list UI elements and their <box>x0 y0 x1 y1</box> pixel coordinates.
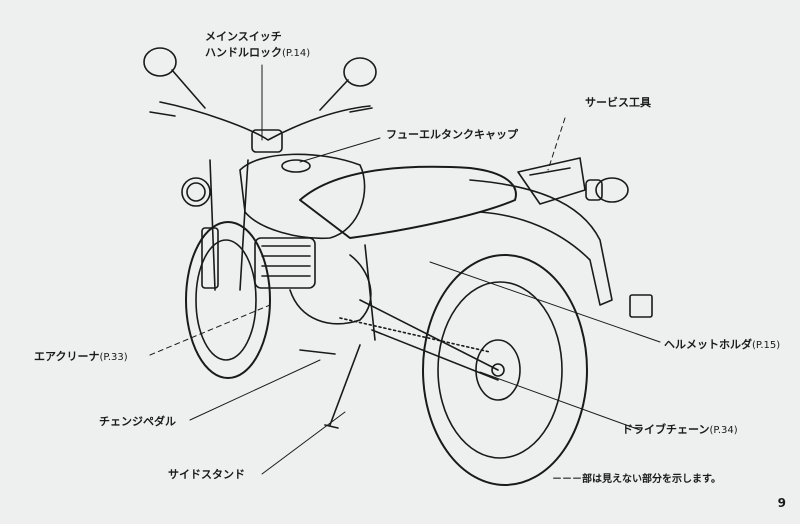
handle-lock-label: ハンドルロック(P.14) <box>205 46 311 59</box>
main-switch-label: メインスイッチ <box>205 30 282 43</box>
change-pedal-label: チェンジペダル <box>99 415 176 428</box>
air-cleaner-page-ref: (P.33) <box>99 352 128 363</box>
service-tools-label: サービス工具 <box>585 96 651 109</box>
air-cleaner-label: エアクリーナ(P.33) <box>34 350 128 363</box>
helmet-holder-page-ref: (P.15) <box>752 340 781 351</box>
drive-chain-page-ref: (P.34) <box>709 425 738 436</box>
fuel-tank-cap-label: フューエルタンクキャップ <box>386 128 518 141</box>
hidden-parts-note: －－－部は見えない部分を示します。 <box>552 474 721 485</box>
side-stand-label: サイドスタンド <box>168 468 245 481</box>
drive-chain-label: ドライブチェーン(P.34) <box>622 423 738 436</box>
page-number: 9 <box>777 496 786 510</box>
helmet-holder-label: ヘルメットホルダ(P.15) <box>664 338 781 351</box>
handle-lock-page-ref: (P.14) <box>282 48 311 59</box>
